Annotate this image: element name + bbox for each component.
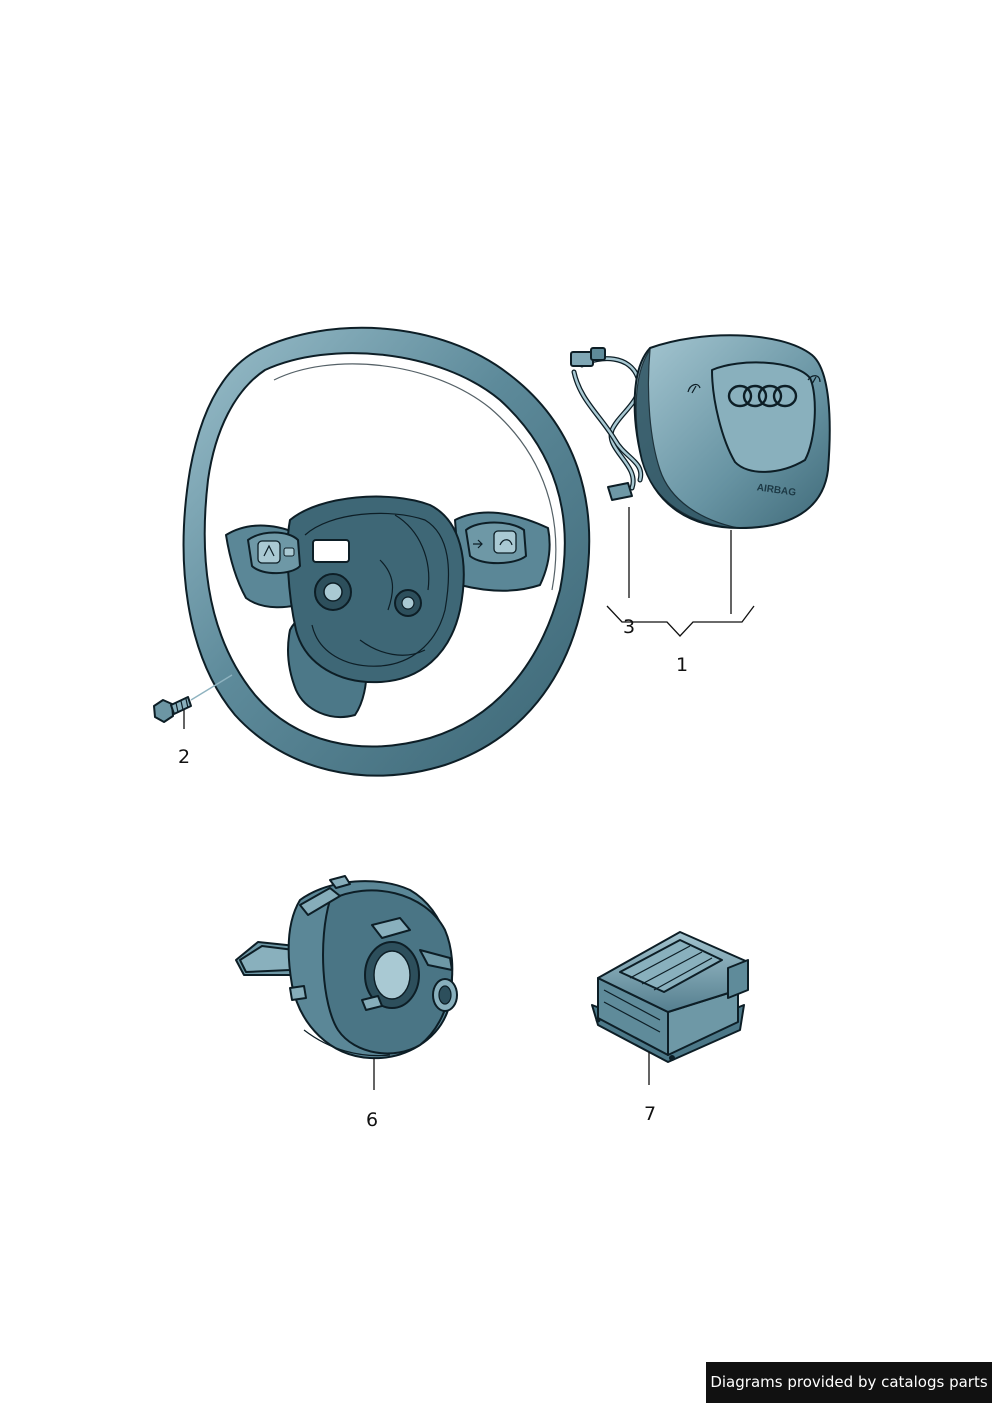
airbag-unit: AIRBAG — [570, 334, 831, 529]
bracket-1 — [606, 605, 755, 637]
clock-spring — [235, 875, 458, 1060]
credit-badge: Diagrams provided by catalogs parts — [706, 1362, 992, 1403]
callout-7: 7 — [644, 1103, 656, 1125]
airbag-embossed-label: AIRBAG — [756, 482, 797, 498]
steering-wheel — [182, 326, 591, 777]
bolt — [153, 674, 233, 723]
steering-wheel-hub — [286, 495, 465, 684]
callout-2: 2 — [178, 746, 190, 768]
steering-wheel-rim — [182, 326, 591, 777]
callout-3: 3 — [623, 616, 635, 638]
airbag-control-unit — [591, 931, 749, 1063]
callout-6: 6 — [366, 1109, 378, 1131]
callout-1: 1 — [676, 654, 688, 676]
rings-emblem — [727, 384, 798, 408]
